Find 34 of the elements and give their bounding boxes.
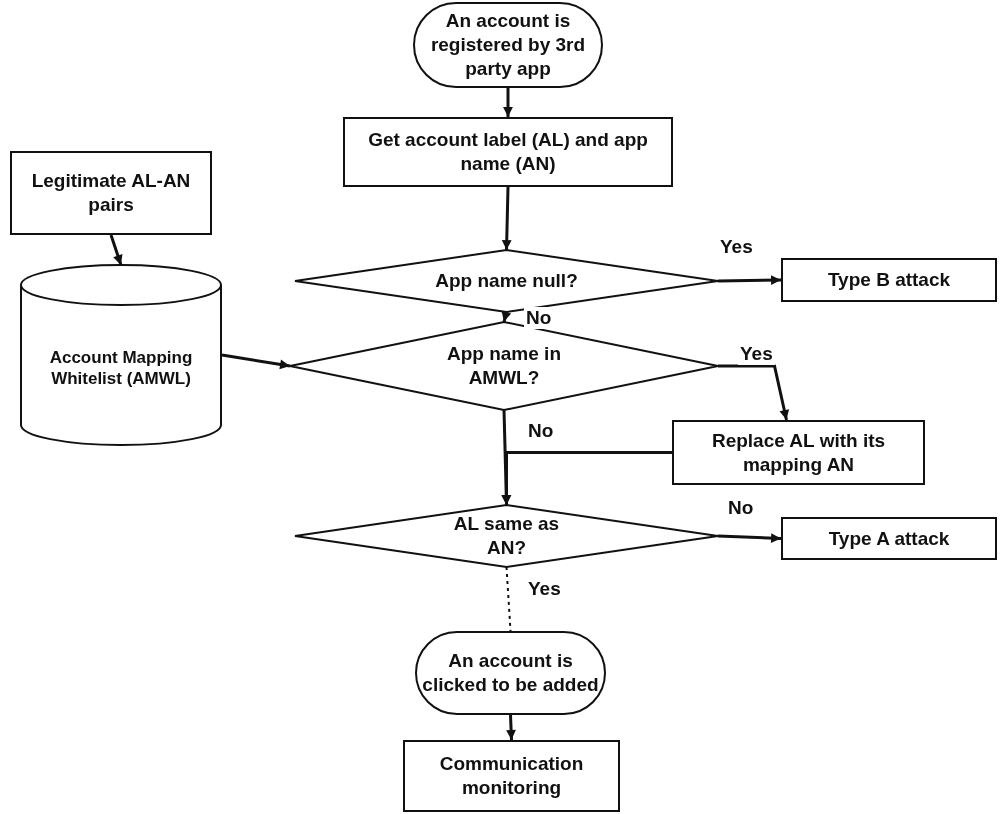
node-text: Type A attack [828,526,950,551]
arrow [501,186,512,251]
edge-label: No [524,307,554,329]
process-box [403,740,620,812]
process-box [781,258,997,302]
process-box [10,151,212,235]
decision-diamond [295,250,718,312]
node-text: Type B attack [827,268,951,292]
arrow [717,275,782,286]
arrow [221,353,291,370]
process-box [781,517,997,560]
arrow [503,88,513,117]
node-text: Communication monitoring [438,752,585,800]
arrow [501,451,672,505]
process-box [343,117,673,187]
connector-line [505,566,512,632]
node-text: Replace AL with its mapping AN [710,428,887,477]
arrow [109,234,123,266]
node-text: An account is registered by 3rd party app [429,9,587,81]
node-text: Account Mapping Whitelist (AMWL) [48,346,194,390]
process-box [672,420,925,485]
decision-diamond [290,322,718,410]
node-text: Legitimate AL-AN pairs [30,169,192,217]
node-text: Get account label (AL) and app name (AN) [367,128,649,176]
node-text: App name null? [435,269,578,293]
arrow [501,311,512,323]
database-cylinder [20,265,222,445]
node-text: AL same as AN? [452,512,561,560]
decision-diamond [295,505,718,567]
arrow [718,364,790,421]
arrow [717,533,782,544]
arrow [506,714,516,741]
node-text: App name in AMWL? [446,342,562,390]
node-text: An account is clicked to be added [421,649,600,697]
